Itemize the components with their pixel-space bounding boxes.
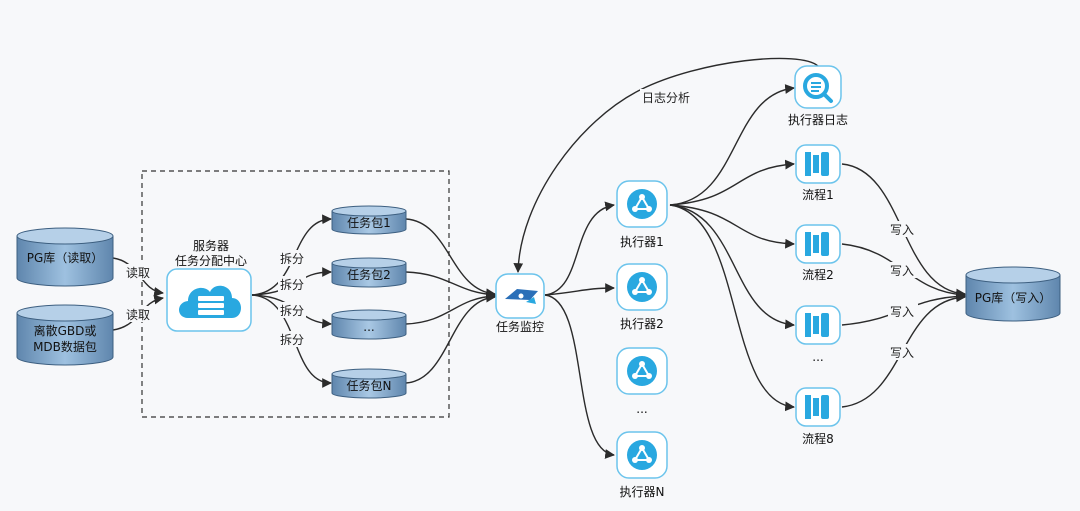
server-title-line2: 任务分配中心 <box>175 253 247 268</box>
log-search-icon <box>794 65 842 109</box>
executor-n-label: 执行器N <box>620 485 665 499</box>
gbd-label-line2: MDB数据包 <box>33 339 97 354</box>
flow-3-label: ... <box>812 350 823 364</box>
edges <box>112 57 966 459</box>
server-cloud-icon <box>166 268 252 332</box>
task-package-2: 任务包2 <box>331 257 407 288</box>
edge-monitor-exec1 <box>544 201 615 296</box>
task-package-n: 任务包N <box>331 368 407 399</box>
edge-exec1-flow1 <box>669 159 795 206</box>
task-monitor-label: 任务监控 <box>496 319 544 334</box>
label-write-3: 写入 <box>890 305 914 319</box>
executor-log-label: 执行器日志 <box>788 113 848 127</box>
executor-n-icon <box>616 431 668 479</box>
edge-pkg3-monitor <box>405 291 496 325</box>
flow-1-label: 流程1 <box>802 187 834 202</box>
task-package-1-label: 任务包1 <box>347 215 391 230</box>
edge-exec1-log <box>669 84 795 206</box>
task-package-n-label: 任务包N <box>347 378 392 393</box>
executor-3-label: ... <box>636 402 647 416</box>
edge-exec1-flow3 <box>669 204 795 330</box>
edge-labels: 读取 读取 拆分 拆分 拆分 拆分 日志分析 写入 写入 写入 写入 <box>124 89 918 360</box>
server-boundary <box>141 170 450 418</box>
gbd-mdb-database: 离散GBD或 MDB数据包 <box>16 304 114 366</box>
label-split-2: 拆分 <box>280 277 304 292</box>
flow-1-icon <box>795 144 841 184</box>
edge-monitor-exec2 <box>544 283 615 296</box>
pg-write-label: PG库（写入） <box>975 290 1052 305</box>
task-package-1: 任务包1 <box>331 205 407 235</box>
server-title-line1: 服务器 <box>193 238 229 253</box>
task-package-3-label: ... <box>363 320 374 334</box>
task-package-3: ... <box>331 309 407 340</box>
executor-1-label: 执行器1 <box>620 235 664 249</box>
label-write-2: 写入 <box>890 264 914 278</box>
label-log-analysis: 日志分析 <box>642 91 690 105</box>
executor-3-icon <box>616 347 668 395</box>
executor-2-icon <box>616 263 668 311</box>
edge-log-monitor <box>513 57 819 273</box>
pg-read-database: PG库（读取） <box>16 227 114 287</box>
task-package-2-label: 任务包2 <box>347 267 391 282</box>
label-write-1: 写入 <box>890 223 914 237</box>
label-split-4: 拆分 <box>280 332 304 347</box>
label-split-3: 拆分 <box>280 303 304 318</box>
flow-8-icon <box>795 387 841 427</box>
flow-2-icon <box>795 224 841 264</box>
executor-2-label: 执行器2 <box>620 317 664 331</box>
flow-2-label: 流程2 <box>802 267 834 282</box>
label-read-1: 读取 <box>126 266 150 280</box>
gbd-label-line1: 离散GBD或 <box>34 323 97 338</box>
edge-monitor-execN <box>544 294 615 459</box>
edge-pkg2-monitor <box>405 271 496 300</box>
label-read-2: 读取 <box>126 308 150 322</box>
flow-8-label: 流程8 <box>802 431 834 446</box>
pg-read-label: PG库（读取） <box>27 250 104 265</box>
executor-1-icon <box>616 180 668 228</box>
label-write-4: 写入 <box>890 346 914 360</box>
edge-pkgN-monitor <box>405 292 496 384</box>
pg-write-database: PG库（写入） <box>965 266 1061 322</box>
flow-3-icon <box>795 305 841 345</box>
edge-exec1-flow2 <box>669 204 795 249</box>
task-monitor-icon <box>495 273 545 319</box>
edge-pkg1-monitor <box>405 218 496 299</box>
label-split-1: 拆分 <box>280 251 304 266</box>
edge-exec1-flow8 <box>669 204 795 412</box>
